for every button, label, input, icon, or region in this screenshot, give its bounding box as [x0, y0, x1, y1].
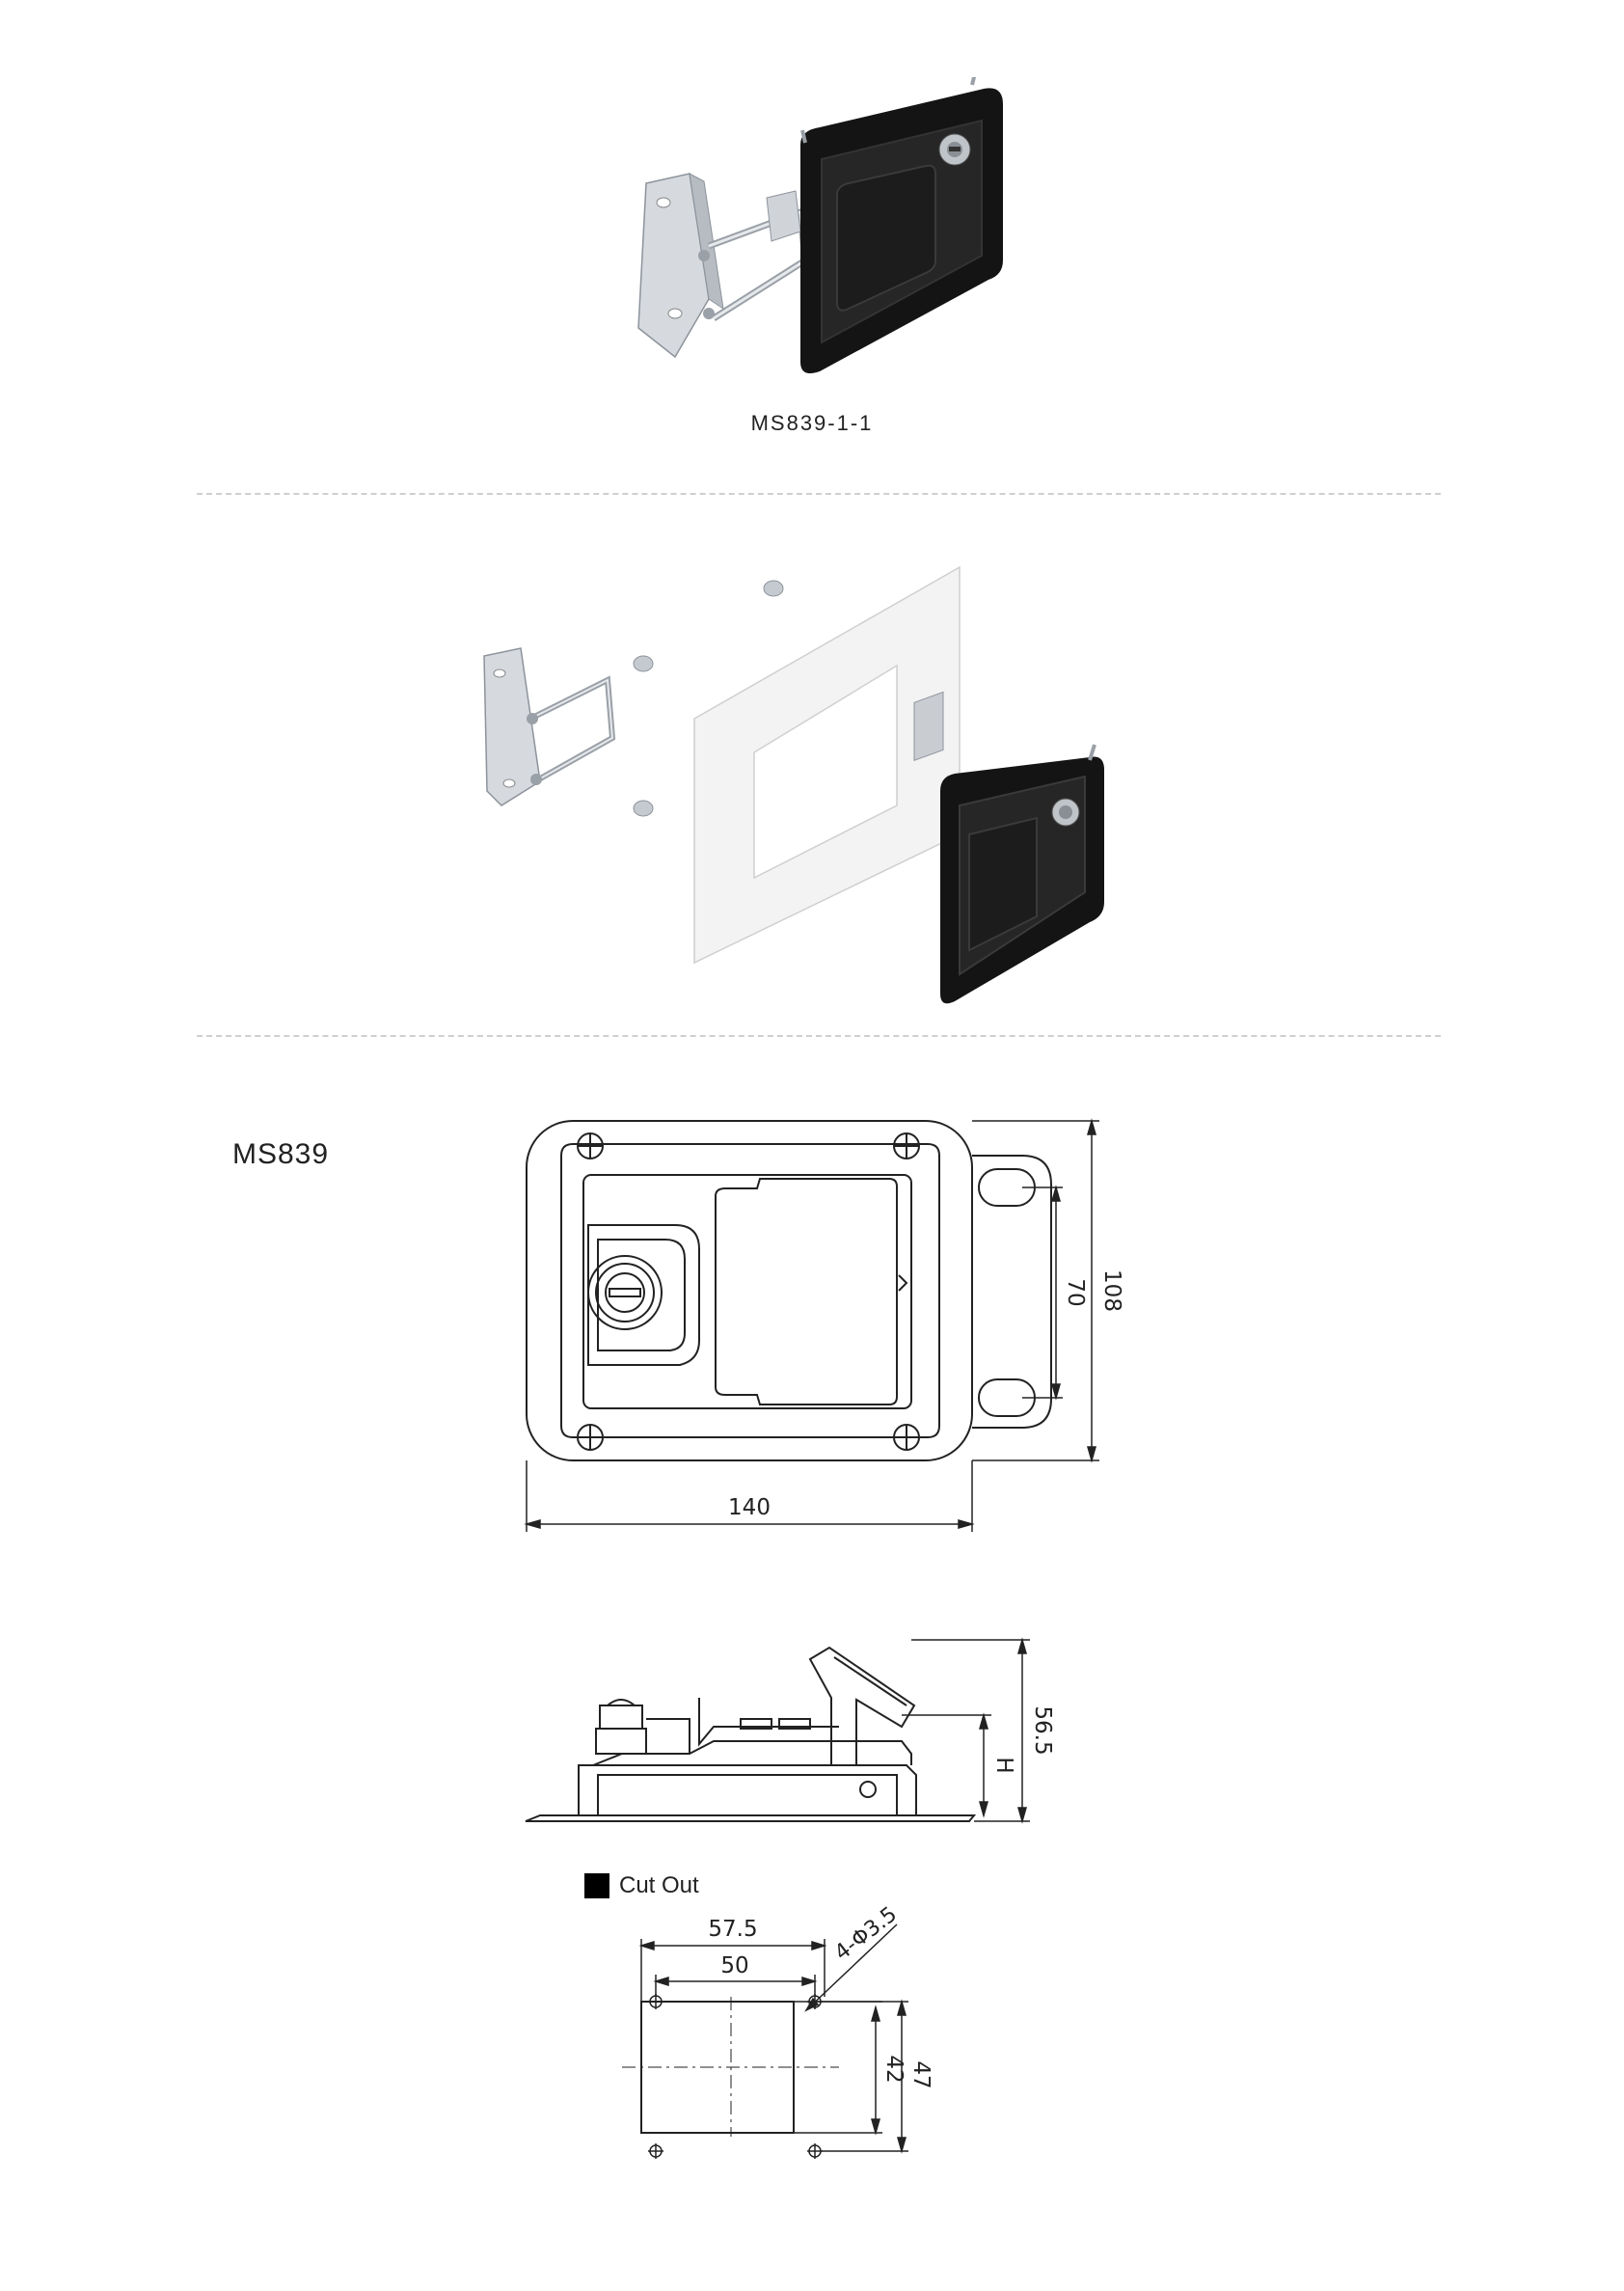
- dim-height-label: 108: [1099, 1269, 1124, 1312]
- cutout-legend: Cut Out: [584, 1872, 699, 1898]
- holes-label: 4-Φ3.5: [830, 1905, 902, 1966]
- door-panel: [693, 565, 961, 965]
- paddle-handle: [715, 1178, 898, 1405]
- dim-height: [972, 1118, 1099, 1463]
- legend-label: Cut Out: [619, 1872, 699, 1898]
- exploded-latch: [913, 691, 1104, 1004]
- product-caption: MS839-1-1: [750, 411, 874, 435]
- dim-width-label: 140: [728, 1495, 771, 1520]
- product-render: [637, 77, 1003, 374]
- dim-h: [902, 1712, 991, 1818]
- dim-depth-label: 56.5: [1030, 1705, 1055, 1755]
- dim-inner-width-label: 50: [720, 1953, 748, 1978]
- dim-hole-spacing-label: 70: [1063, 1278, 1088, 1306]
- section-divider: [197, 1035, 1441, 1037]
- outer-flange: [526, 1120, 973, 1461]
- cutout-drawing: 57.5 50 4-Φ3.5 47 42: [622, 1905, 934, 2159]
- base-plate: [525, 1814, 977, 1822]
- cutout-holes: [648, 1994, 823, 2159]
- dim-outer-width-label: 57.5: [708, 1917, 757, 1942]
- key-cylinder: [587, 1255, 663, 1330]
- dim-width: [524, 1460, 975, 1532]
- dim-h-label: H: [991, 1757, 1016, 1773]
- dim-outer-height-label: 47: [908, 2060, 934, 2088]
- section-divider: [197, 493, 1441, 495]
- dim-hole-spacing: [1022, 1185, 1063, 1401]
- side-view-drawing: H 56.5: [525, 1637, 1055, 1824]
- latch-body: [800, 77, 1003, 374]
- legend-swatch: [584, 1873, 609, 1898]
- dim-outer-width: [638, 1939, 827, 2002]
- dim-inner-width: [653, 1975, 818, 1996]
- mounting-bracket: [637, 173, 809, 359]
- dim-inner-height-label: 42: [881, 2055, 907, 2083]
- dim-inner-height: [794, 2001, 882, 2136]
- exploded-bracket: [483, 647, 616, 806]
- model-label: MS839: [232, 1138, 330, 1170]
- paddle-arm: [808, 1646, 916, 1765]
- dim-depth: [911, 1637, 1030, 1824]
- exploded-view: [483, 565, 1104, 1004]
- front-view-drawing: 140 108 70: [524, 1118, 1124, 1532]
- mounting-ear: [972, 1155, 1052, 1429]
